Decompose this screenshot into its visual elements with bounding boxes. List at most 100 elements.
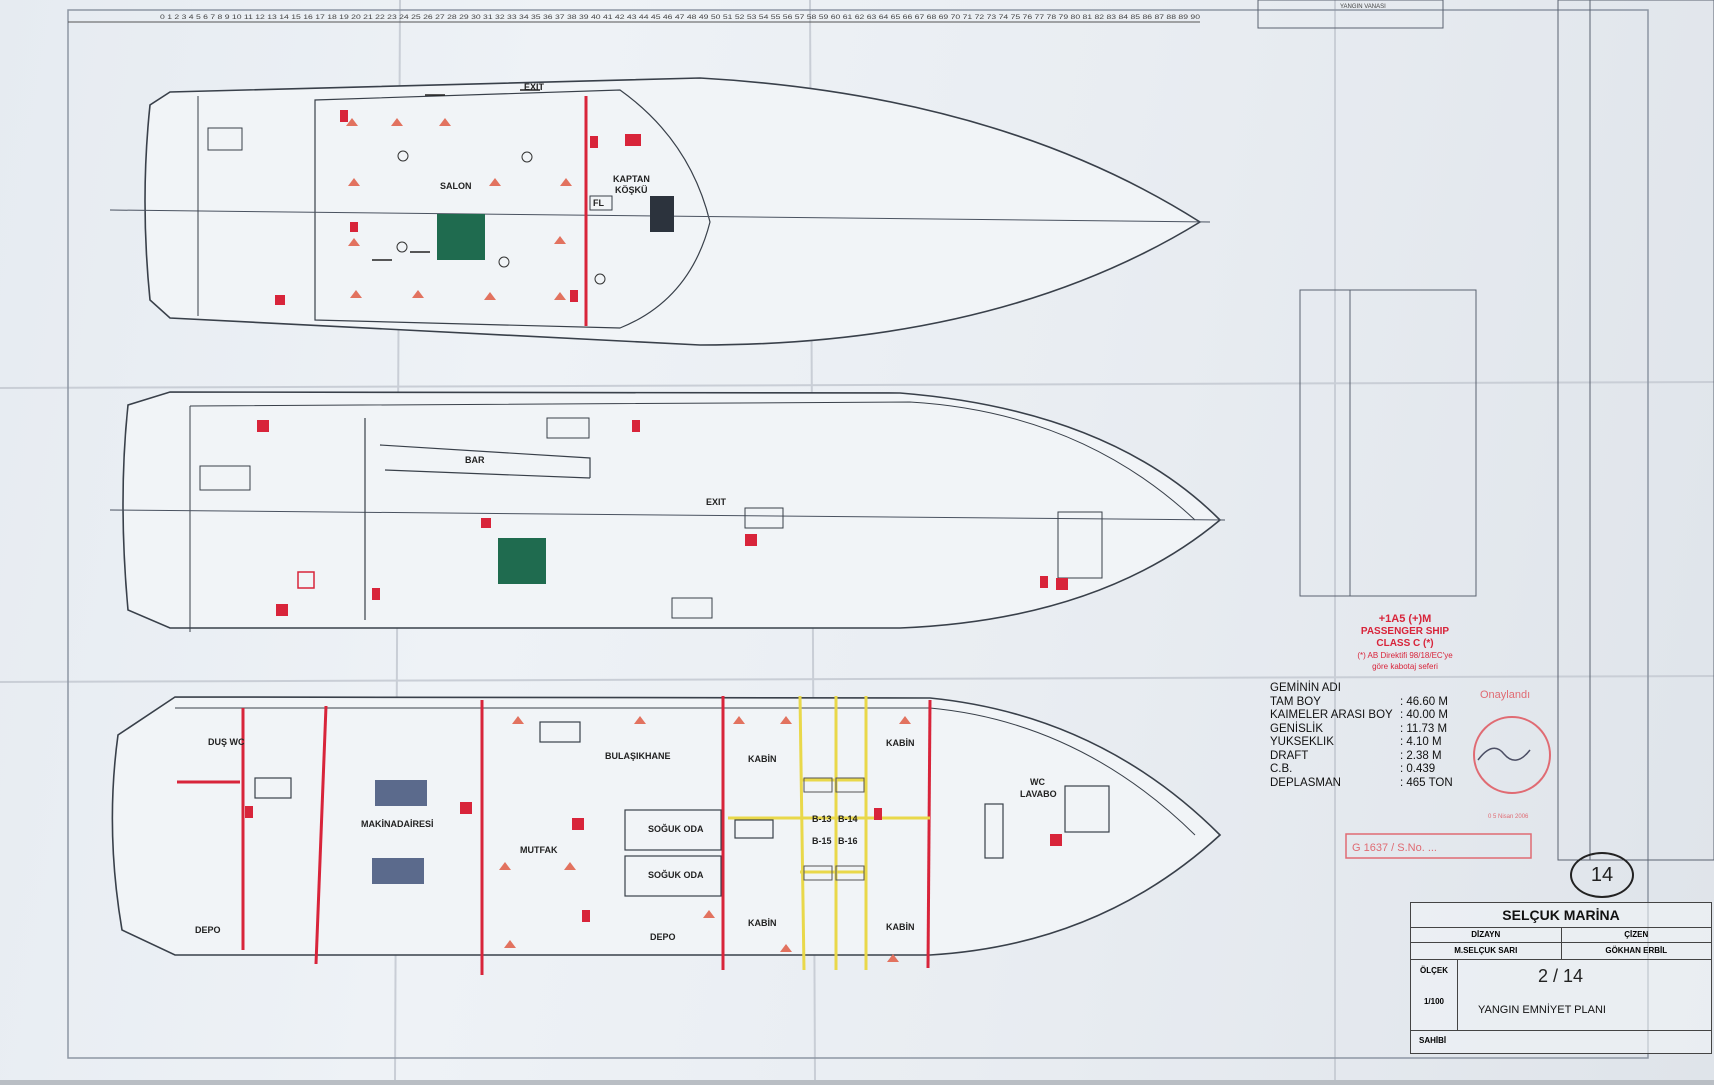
b14-label: B-14 (838, 814, 858, 824)
top-legend-fragment: YANGIN VANASI (1257, 0, 1444, 29)
particular-row: GENİSLİK: 11.73 M (1270, 723, 1470, 737)
signature (1477, 747, 1531, 761)
berth (835, 777, 865, 793)
depo-1-label: DEPO (195, 925, 221, 935)
dus-wc-label: DUŞ WC (208, 737, 245, 747)
particular-label: KAIMELER ARASI BOY (1270, 709, 1393, 721)
lower-deck-toilets (984, 803, 1004, 859)
heat-detector-icon (634, 716, 646, 724)
particular-row: YUKSEKLIK: 4.10 M (1270, 736, 1470, 750)
heat-detector-icon (504, 940, 516, 948)
fire-hose-icon (276, 604, 288, 616)
fire-extinguisher-icon (245, 806, 253, 818)
makina-dairesi-label: MAKİNADAİRESİ (361, 819, 434, 829)
cold-room-1-wall (624, 809, 722, 851)
particular-label: YUKSEKLIK (1270, 736, 1334, 748)
particular-row: C.B. : 0.439 (1270, 763, 1470, 777)
smoke-detector-icon (498, 256, 510, 268)
lower-deck-engines (372, 780, 427, 884)
kabin-2-label: KABİN (886, 738, 915, 748)
approval-date: 0 5 Nisan 2006 (1488, 814, 1529, 820)
main-engine (375, 780, 427, 806)
title-block-role-row: DİZAYN ÇİZEN (1411, 928, 1711, 943)
b16-label: B-16 (838, 836, 858, 846)
smoke-detector-icon (396, 241, 408, 253)
fire-extinguisher-icon (1040, 576, 1048, 588)
fire-hose-icon (1056, 578, 1068, 590)
main-deck-stair (744, 507, 784, 529)
dizayn-label: DİZAYN (1411, 928, 1562, 942)
escape-route-line (798, 695, 806, 971)
particular-value: : 11.73 M (1400, 722, 1448, 735)
heat-detector-icon (733, 716, 745, 724)
fire-hose-icon (1050, 834, 1062, 846)
description-table (1299, 289, 1477, 597)
kabin-3-label: KABİN (748, 918, 777, 928)
smoke-detector-icon (521, 151, 533, 163)
particular-label: DRAFT (1270, 749, 1309, 762)
lower-deck-fire-divisions (177, 696, 932, 975)
main-deck-bar-walls (364, 418, 591, 620)
berth (835, 865, 865, 881)
sheet-number: 2 / 14 (1538, 966, 1584, 986)
heat-detector-icon (484, 292, 496, 300)
main-engine (372, 858, 424, 884)
particular-value: : 465 TON (1400, 776, 1453, 789)
cizen-label: ÇİZEN (1624, 930, 1649, 939)
top-deck-panel (650, 196, 674, 232)
fire-extinguisher-icon (632, 420, 640, 432)
soguk-oda-2-label: SOĞUK ODA (648, 869, 704, 880)
fire-extinguisher-icon (372, 588, 380, 600)
b13-label: B-13 (812, 814, 832, 824)
main-deck-hull (122, 391, 1222, 629)
heat-detector-icon (499, 862, 511, 870)
lower-deck-fire-symbols (245, 802, 1062, 922)
main-deck-fire-symbols (257, 420, 1068, 616)
fire-extinguisher-icon (590, 136, 598, 148)
heat-detector-icon (348, 178, 360, 186)
main-deck-plan: BAR EXIT (109, 391, 1226, 632)
top-deck-plan: FL SALON KAPTAN KÖŞKÜ EXIT (109, 77, 1211, 346)
top-deck-escape-arrows (372, 89, 540, 261)
fire-hose-icon (481, 518, 491, 528)
approval-seal (1473, 716, 1551, 794)
main-deck-forward-stair (1057, 511, 1103, 579)
drawing-frame (67, 9, 1649, 1059)
heat-detector-icon (780, 716, 792, 724)
main-deck-stair (199, 465, 251, 491)
top-deck-fire-symbols (275, 110, 641, 305)
kabin-4-label: KABİN (886, 922, 915, 932)
main-deck-centerline (109, 509, 1226, 521)
top-deck-fl-box (589, 195, 613, 211)
page-number: 14 (1590, 863, 1614, 886)
main-deck-liferaft (498, 538, 546, 584)
kabin-1-label: KABİN (748, 754, 777, 764)
particular-value: : 46.60 M (1400, 695, 1448, 708)
fire-hose-icon (275, 295, 285, 305)
top-deck-liferaft (437, 214, 485, 260)
lower-deck-stair (254, 777, 292, 799)
smoke-detector-icon (397, 150, 409, 162)
fire-extinguisher-icon (874, 808, 882, 820)
fire-division-line (314, 705, 328, 965)
particular-value: : 2.38 M (1400, 749, 1442, 762)
registration-stamp (1345, 833, 1532, 859)
fire-division-line (926, 699, 932, 969)
particular-value: : 0.439 (1400, 763, 1436, 775)
lower-deck-escape-routes (728, 695, 930, 971)
lower-deck-detectors (499, 716, 911, 962)
heat-detector-icon (512, 716, 524, 724)
lower-deck-forward-stair (1064, 785, 1110, 833)
top-deck-exit-label: EXIT (524, 82, 545, 92)
cert-line-1: +1A5 (+)M (1379, 613, 1432, 625)
fire-extinguisher-icon (582, 910, 590, 922)
main-deck-stair (546, 417, 590, 439)
heat-detector-icon (703, 910, 715, 918)
particular-row: DRAFT : 2.38 M (1270, 750, 1470, 764)
olcek-label: ÖLÇEK (1420, 966, 1448, 975)
legend-box (1257, 0, 1444, 29)
particular-label: C.B. (1270, 763, 1293, 775)
scale-column: ÖLÇEK 1/100 (1411, 960, 1458, 1030)
